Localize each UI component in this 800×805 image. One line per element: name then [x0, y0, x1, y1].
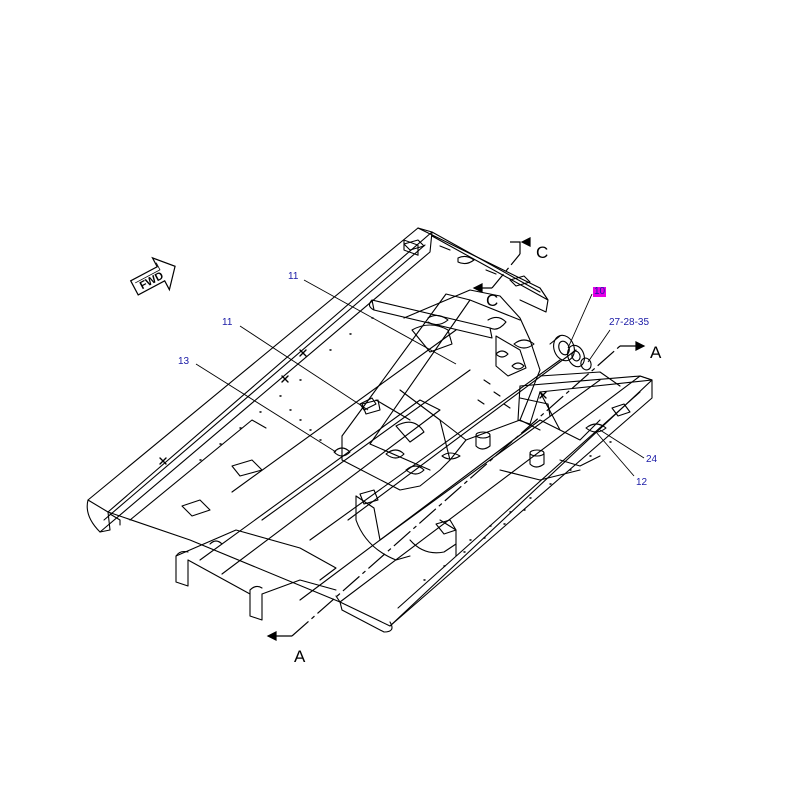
- fwd-label: FWD: [138, 270, 166, 292]
- section-mark-c-bottom: C: [486, 291, 499, 310]
- rivet-holes: [159, 317, 612, 581]
- callout-11-lower[interactable]: 11: [222, 317, 233, 328]
- section-line-c: [472, 237, 531, 293]
- callout-24[interactable]: 24: [646, 454, 658, 465]
- section-line-a: [266, 341, 646, 641]
- section-mark-a-top: A: [650, 343, 662, 362]
- callout-12[interactable]: 12: [636, 477, 648, 488]
- right-frame-rail: [335, 375, 653, 633]
- inner-frame: [199, 329, 601, 601]
- rear-cross-member: [403, 227, 549, 313]
- callout-10-highlighted[interactable]: 10: [593, 286, 607, 297]
- fwd-arrow-icon: FWD: [129, 256, 176, 296]
- pivot-pin: [368, 299, 507, 339]
- mount-pads: [359, 431, 545, 535]
- floor-plate: [107, 419, 341, 621]
- callout-13[interactable]: 13: [178, 356, 190, 367]
- section-mark-c-top: C: [536, 243, 549, 262]
- callout-11-upper[interactable]: 11: [288, 271, 299, 282]
- callout-27-28-35[interactable]: 27-28-35: [609, 317, 650, 328]
- bushing-assembly: [549, 334, 592, 371]
- front-cross-member: [517, 371, 653, 433]
- leader-lines: [195, 279, 645, 477]
- left-frame-rail: [86, 227, 433, 533]
- section-mark-a-bottom: A: [294, 647, 306, 666]
- right-inner-panel: [499, 391, 601, 481]
- boom-mount-tower: [333, 289, 541, 491]
